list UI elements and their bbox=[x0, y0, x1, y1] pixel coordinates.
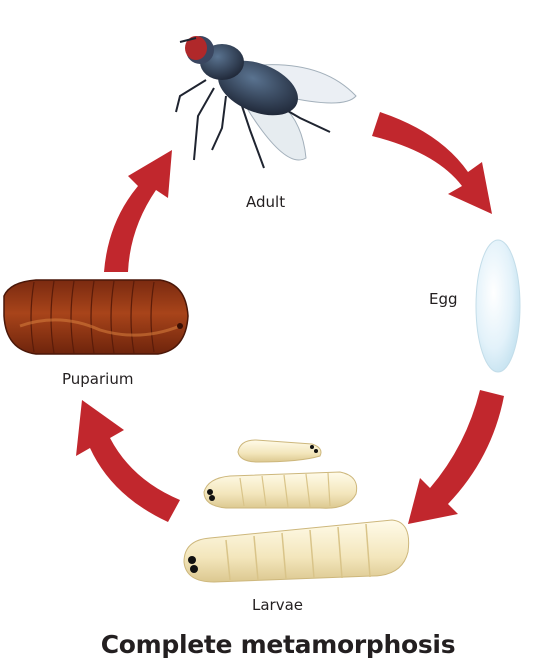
arrow-larvae-to-puparium bbox=[76, 400, 180, 522]
cycle-arrows bbox=[76, 112, 504, 524]
larva-large bbox=[183, 519, 410, 583]
label-puparium: Puparium bbox=[62, 370, 134, 388]
diagram-title: Complete metamorphosis bbox=[100, 630, 456, 659]
puparium-illustration bbox=[3, 279, 189, 355]
fly-illustration bbox=[175, 36, 357, 169]
arrow-puparium-to-adult bbox=[80, 150, 172, 272]
label-egg: Egg bbox=[429, 290, 458, 308]
larva-medium bbox=[203, 471, 358, 509]
larva-small bbox=[237, 439, 322, 463]
label-larvae: Larvae bbox=[252, 596, 304, 614]
larvae-illustration bbox=[183, 439, 410, 583]
egg-illustration bbox=[475, 239, 521, 373]
arrow-egg-to-larvae bbox=[408, 390, 504, 524]
label-adult: Adult bbox=[246, 193, 286, 211]
arrow-adult-to-egg bbox=[372, 112, 492, 214]
